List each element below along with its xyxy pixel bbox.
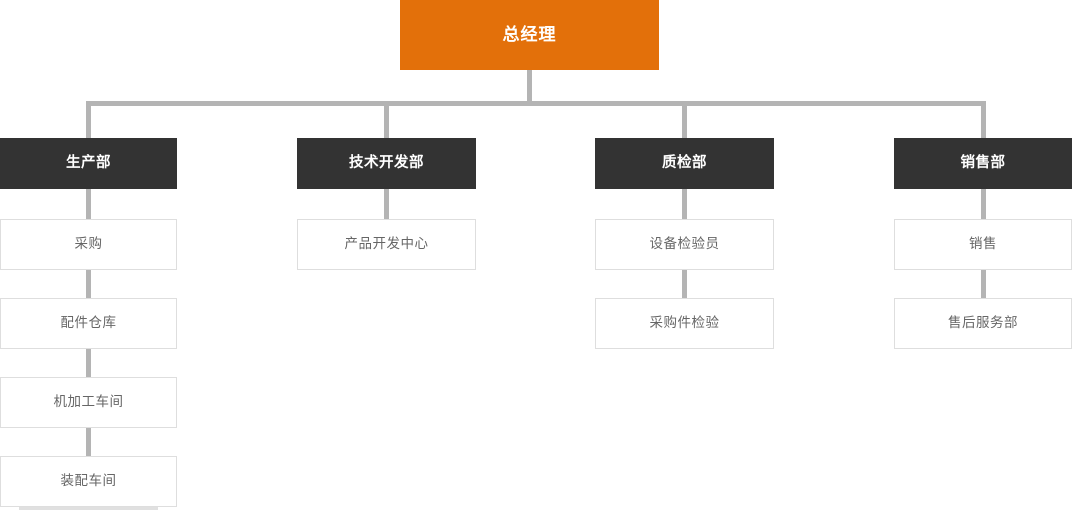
connector-level1-bus <box>86 101 985 106</box>
node-purchasing[interactable]: 采购 <box>0 216 177 273</box>
node-label: 生产部 <box>66 154 111 171</box>
node-label: 产品开发中心 <box>344 236 429 253</box>
node-label: 总经理 <box>502 24 557 45</box>
node-label: 销售部 <box>960 154 1006 171</box>
connector-qc-to-equipment-inspector <box>682 189 687 219</box>
connector-bus-to-production <box>86 101 91 138</box>
node-label: 配件仓库 <box>60 315 117 332</box>
node-quality-inspection-department[interactable]: 质检部 <box>595 138 774 189</box>
connector-bus-to-tech <box>384 101 389 138</box>
node-label: 质检部 <box>662 154 707 171</box>
node-label: 采购 <box>74 236 103 253</box>
node-label: 技术开发部 <box>349 154 424 171</box>
node-label: 装配车间 <box>60 473 117 490</box>
node-production-department[interactable]: 生产部 <box>0 138 177 189</box>
node-sales-team[interactable]: 销售 <box>894 216 1072 273</box>
connector-inspector-to-parts-inspection <box>682 270 687 298</box>
node-label: 销售 <box>969 236 997 253</box>
node-label: 机加工车间 <box>53 394 124 411</box>
connector-tech-to-product-dev <box>384 189 389 219</box>
node-purchased-parts-inspection[interactable]: 采购件检验 <box>595 295 774 352</box>
node-sales-department[interactable]: 销售部 <box>894 138 1072 189</box>
connector-bus-to-qc <box>682 101 687 138</box>
node-parts-warehouse[interactable]: 配件仓库 <box>0 295 177 352</box>
node-after-sales-service-department[interactable]: 售后服务部 <box>894 295 1072 352</box>
connector-production-to-purchasing <box>86 189 91 219</box>
node-label: 设备检验员 <box>649 236 720 253</box>
connector-bus-to-sales <box>981 101 986 138</box>
connector-root-drop <box>527 70 532 101</box>
node-machining-workshop[interactable]: 机加工车间 <box>0 374 177 431</box>
node-technical-development-department[interactable]: 技术开发部 <box>297 138 476 189</box>
connector-sales-team-to-after-sales <box>981 270 986 298</box>
connector-machining-to-assembly <box>86 428 91 456</box>
connector-sales-to-sales-team <box>981 189 986 219</box>
node-assembly-workshop[interactable]: 装配车间 <box>0 453 177 510</box>
node-label: 采购件检验 <box>649 315 720 332</box>
node-product-development-center[interactable]: 产品开发中心 <box>297 216 476 273</box>
node-label: 售后服务部 <box>948 315 1018 332</box>
connector-warehouse-to-machining <box>86 349 91 377</box>
node-equipment-inspector[interactable]: 设备检验员 <box>595 216 774 273</box>
node-general-manager[interactable]: 总经理 <box>400 0 659 70</box>
connector-purchasing-to-warehouse <box>86 270 91 298</box>
